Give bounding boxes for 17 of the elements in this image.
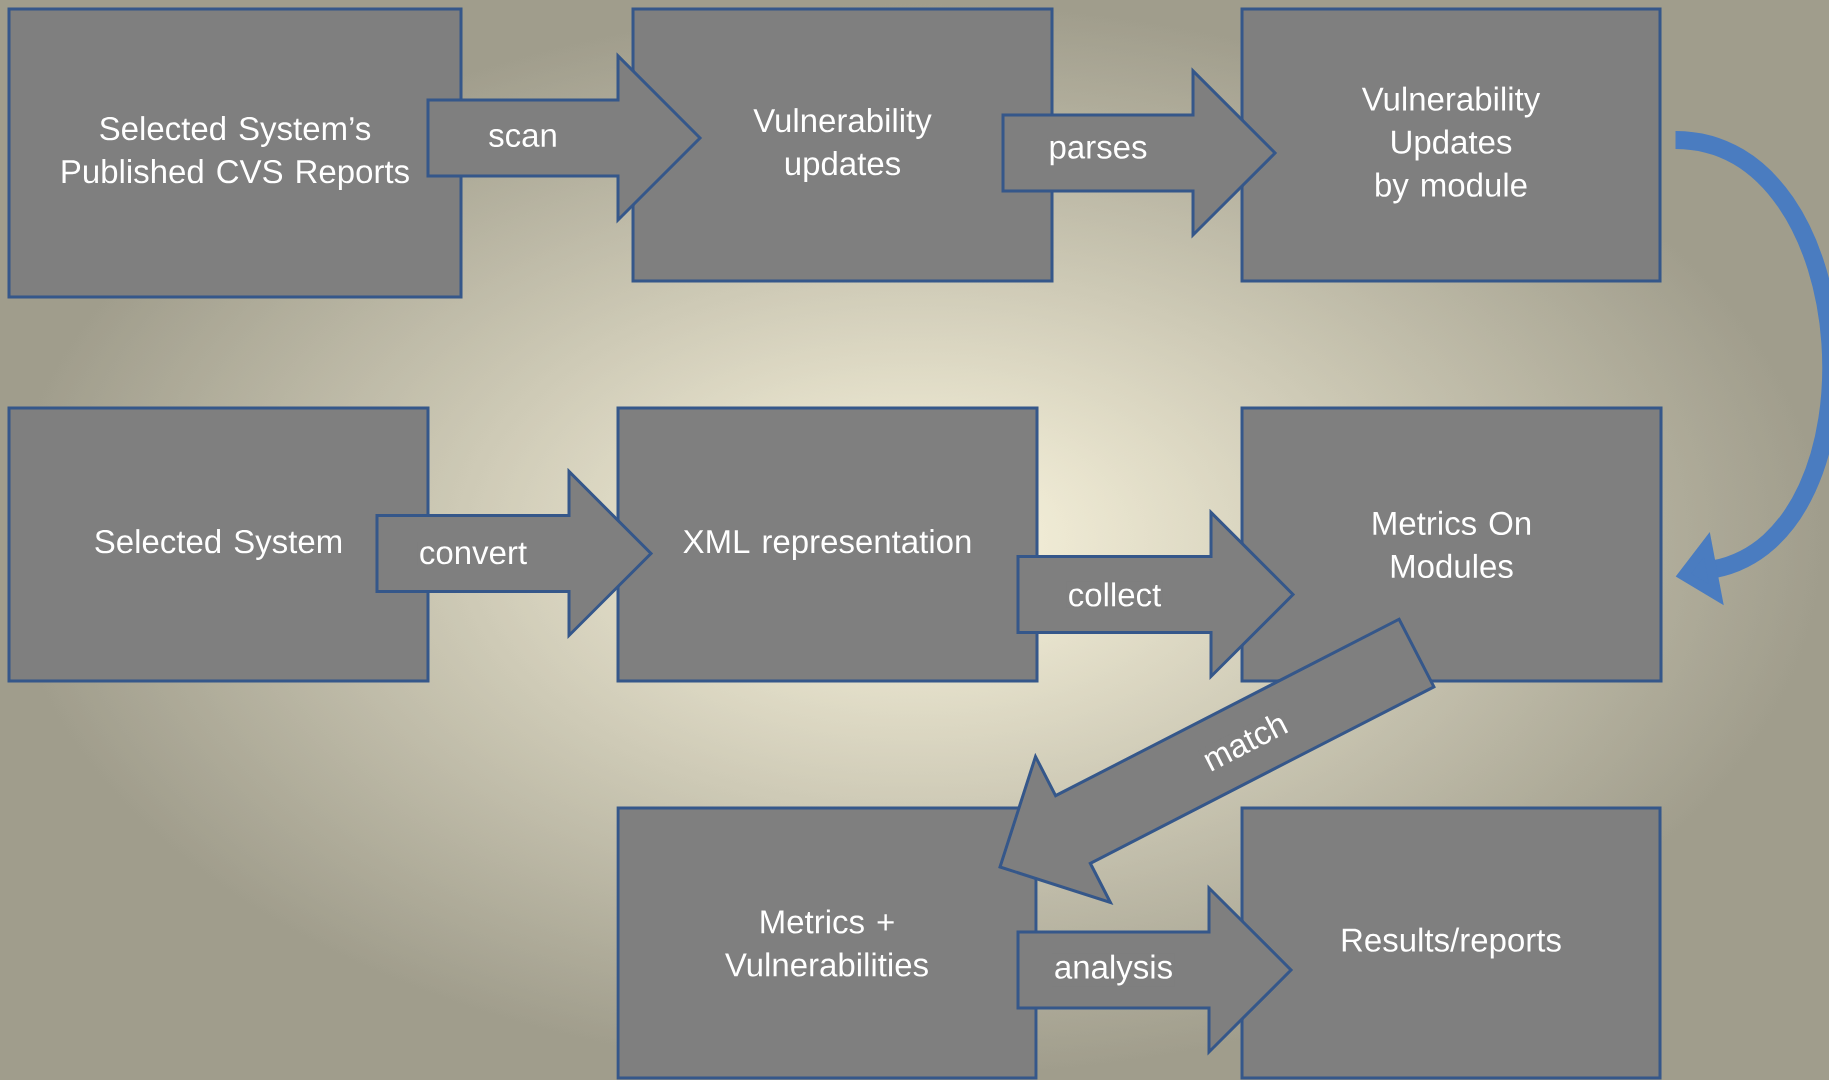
block-arrow [1001,67,1278,239]
edge-label: match [1204,716,1289,772]
process-box: Vulnerability Updates by module [1240,7,1662,283]
edge-label: scan [489,128,556,148]
block-arrow [1016,508,1296,681]
block-arrow [998,617,1436,906]
process-box: Metrics On Modules [1240,406,1663,683]
block-arrow [426,52,703,224]
process-box: XML representation [616,406,1039,683]
process-box: Results/reports [1240,806,1662,1080]
edge-label: collect [1069,582,1161,607]
edge-label: analysis [1055,954,1172,986]
block-arrow [375,467,654,640]
curved-arrow [1673,131,1829,606]
node-label: Metrics + Vulnerabilities [725,909,928,977]
process-box: Selected System’s Published CVS Reports [7,7,463,299]
process-box: Metrics + Vulnerabilities [616,806,1038,1080]
